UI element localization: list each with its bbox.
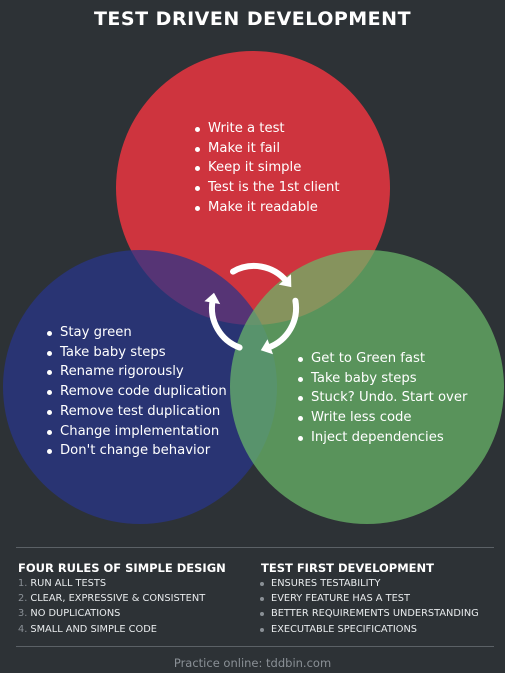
footer-text: Practice online: tddbin.com (173, 656, 332, 670)
red-circle-item: Write a test (193, 119, 340, 139)
test-first-item: EXECUTABLE SPECIFICATIONS (259, 622, 479, 637)
green-circle-item: Stuck? Undo. Start over (296, 388, 467, 408)
blue-circle-item: Rename rigorously (45, 362, 227, 382)
cycle-arrowhead (204, 292, 221, 305)
venn-diagram (3, 51, 504, 524)
rule-text: SMALL AND SIMPLE CODE (30, 623, 157, 635)
blue-circle-item: Remove code duplication (45, 382, 227, 402)
rule-item: 3.NO DUPLICATIONS (18, 606, 205, 621)
green-circle-item: Inject dependencies (296, 428, 467, 448)
test-first-item: ENSURES TESTABILITY (259, 576, 479, 591)
blue-circle-item: Remove test duplication (45, 402, 227, 422)
rule-item: 2.CLEAR, EXPRESSIVE & CONSISTENT (18, 591, 205, 606)
four-rules-title: FOUR RULES OF SIMPLE DESIGN (18, 561, 226, 575)
test-first-item: BETTER REQUIREMENTS UNDERSTANDING (259, 606, 479, 621)
rule-number: 2. (18, 593, 28, 605)
blue-circle-item: Don't change behavior (45, 441, 227, 461)
red-circle (116, 51, 390, 325)
rule-number: 4. (18, 623, 28, 635)
rule-number: 1. (18, 578, 28, 589)
top-divider (16, 547, 494, 548)
red-circle-item: Make it fail (193, 139, 340, 159)
rule-text: CLEAR, EXPRESSIVE & CONSISTENT (30, 593, 206, 605)
green-circle-item: Get to Green fast (296, 349, 467, 369)
cycle-arrow-arc (265, 297, 299, 351)
cycle-arrowhead (260, 339, 273, 355)
rule-item: 4.SMALL AND SIMPLE CODE (18, 622, 205, 637)
blue-circle-item: Change implementation (45, 422, 227, 442)
red-circle-item: Keep it simple (193, 158, 340, 178)
rule-text: RUN ALL TESTS (30, 578, 107, 589)
circular-arrows-icon (204, 262, 299, 355)
rule-text: NO DUPLICATIONS (30, 608, 121, 620)
cycle-arrow-arc (230, 262, 290, 284)
blue-circle-item: Take baby steps (45, 343, 227, 363)
green-circle-item: Write less code (296, 408, 467, 428)
green-circle (230, 250, 504, 524)
page-title: TEST DRIVEN DEVELOPMENT (93, 8, 412, 30)
test-first-title: TEST FIRST DEVELOPMENT (261, 561, 434, 575)
rule-number: 3. (18, 608, 28, 620)
red-circle-item: Test is the 1st client (193, 178, 340, 198)
bottom-divider (16, 646, 494, 647)
cycle-arrowhead (278, 274, 292, 288)
red-circle-item: Make it readable (193, 198, 340, 218)
green-circle-item: Take baby steps (296, 369, 467, 389)
cycle-arrow-arc (209, 297, 243, 351)
blue-circle-item: Stay green (45, 323, 227, 343)
test-first-item: EVERY FEATURE HAS A TEST (259, 591, 479, 606)
rule-item: 1.RUN ALL TESTS (18, 576, 205, 591)
blue-circle (3, 250, 277, 524)
